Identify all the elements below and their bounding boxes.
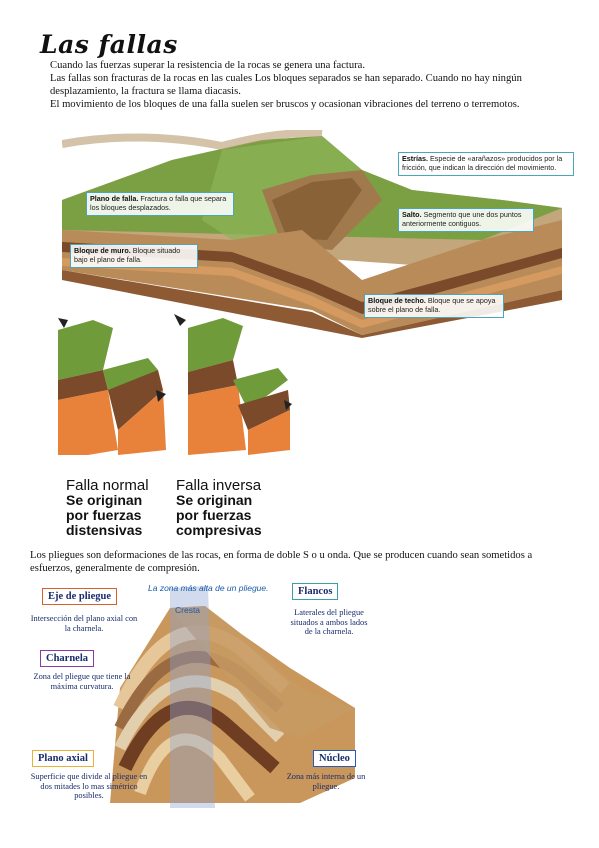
nucleo-desc: Zona más interna de un pliegue. — [286, 772, 366, 791]
label-salto: Salto. Segmento que une dos puntos anter… — [398, 208, 534, 232]
label-bloque-de-muro: Bloque de muro. Bloque situado bajo el p… — [70, 244, 198, 268]
fault-types-illustration — [58, 314, 292, 460]
fold-top-note: La zona más alta de un pliegue. — [148, 583, 269, 593]
nucleo-label: Núcleo — [313, 750, 356, 767]
charnela-label: Charnela — [40, 650, 94, 667]
fold-cresta-label: Cresta — [175, 605, 201, 615]
falla-inversa-line-2: por fuerzas — [176, 507, 252, 523]
label-plano-de-falla: Plano de falla. Fractura o falla que sep… — [86, 192, 234, 216]
falla-normal-line-3: distensivas — [66, 522, 143, 538]
plano-axial-label: Plano axial — [32, 750, 94, 767]
charnela-desc: Zona del pliegue que tiene la máxima cur… — [33, 672, 131, 691]
fault-types-figure: Falla normal Se originan por fuerzas dis… — [48, 310, 293, 545]
flancos-label: Flancos — [292, 583, 339, 600]
falla-normal-caption: Falla normal Se originan por fuerzas dis… — [66, 478, 176, 538]
falla-normal-title: Falla normal — [66, 477, 149, 494]
page-title: Las fallas — [40, 30, 178, 59]
plano-axial-desc: Superficie que divide al pliegue en dos … — [30, 772, 148, 801]
fold-diagram: La zona más alta de un pliegue. Cresta E… — [30, 578, 375, 810]
falla-normal-line-1: Se originan — [66, 492, 143, 508]
intro-paragraph-1: Cuando las fuerzas superar la resistenci… — [50, 60, 366, 71]
falla-inversa-line-1: Se originan — [176, 492, 253, 508]
fold-illustration — [110, 586, 355, 808]
falla-normal-line-2: por fuerzas — [66, 507, 142, 523]
fault-block-diagram: Estrías. Especie de «arañazos» producido… — [61, 129, 574, 338]
eje-de-pliegue-label: Eje de pliegue — [42, 588, 117, 605]
falla-inversa-caption: Falla inversa Se originan por fuerzas co… — [176, 478, 291, 538]
folds-paragraph: Los pliegues son deformaciones de las ro… — [30, 550, 533, 574]
falla-inversa-title: Falla inversa — [176, 477, 262, 494]
eje-de-pliegue-desc: Intersección del plano axial con la char… — [30, 614, 138, 633]
intro-paragraph-2: Las fallas son fracturas de la rocas en … — [50, 73, 522, 97]
flancos-desc: Laterales del pliegue situados a ambos l… — [290, 608, 368, 637]
intro-paragraph-3: El movimiento de los bloques de una fall… — [50, 99, 520, 110]
falla-inversa-line-3: compresivas — [176, 522, 262, 538]
label-bloque-de-techo: Bloque de techo. Bloque que se apoya sob… — [364, 294, 504, 318]
label-estrias: Estrías. Especie de «arañazos» producido… — [398, 152, 574, 176]
